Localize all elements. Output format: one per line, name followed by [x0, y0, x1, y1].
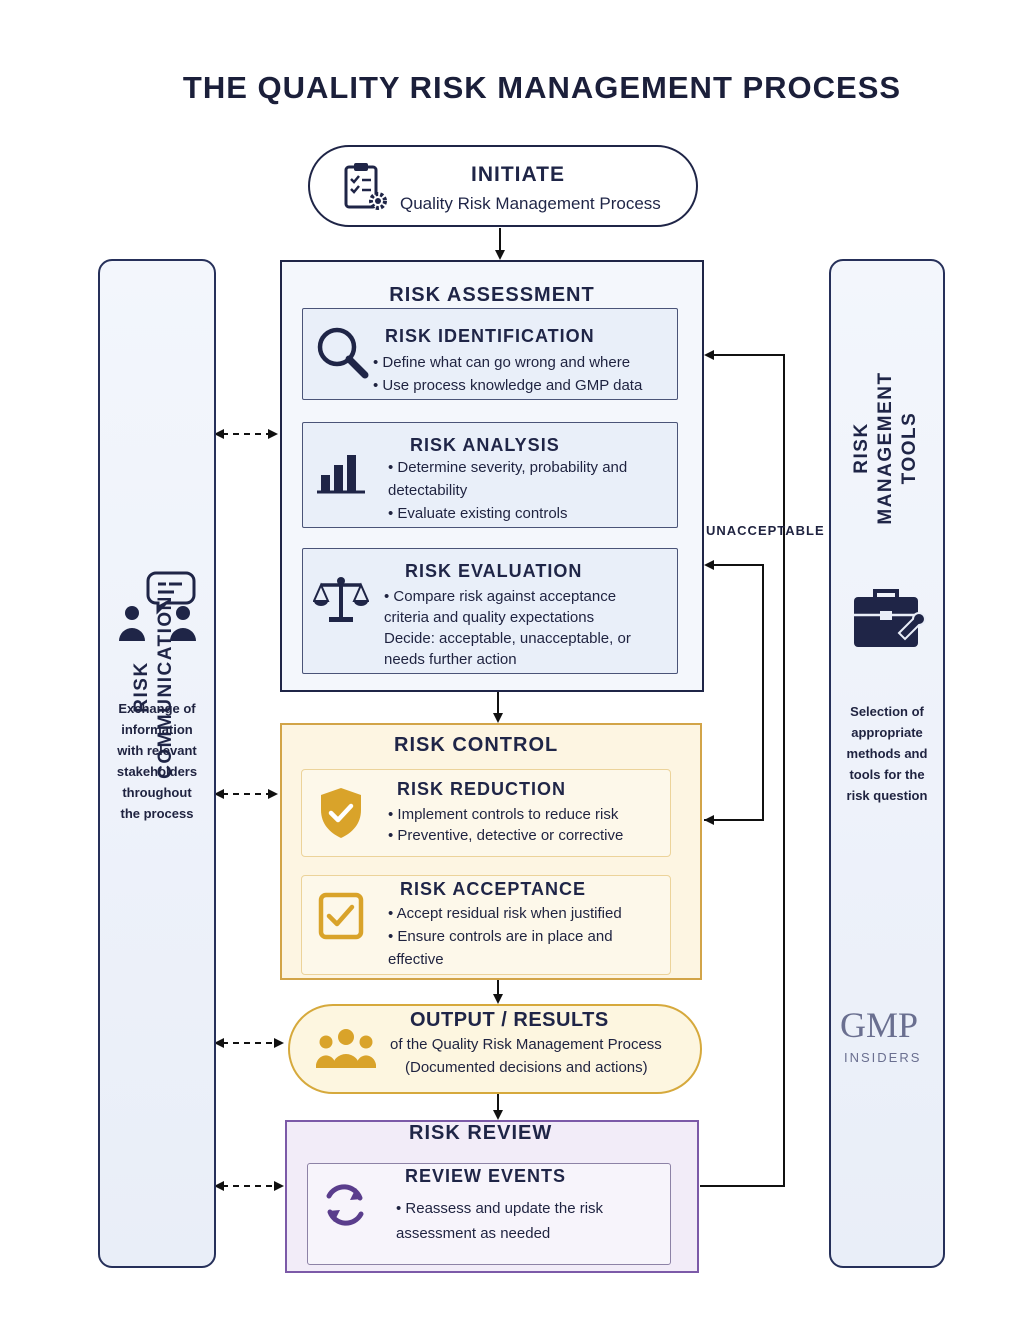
risk-evaluation-title: RISK EVALUATION — [405, 561, 583, 581]
risk-identification-title: RISK IDENTIFICATION — [385, 326, 595, 346]
output-results-box: OUTPUT / RESULTS of the Quality Risk Man… — [288, 1004, 702, 1094]
risk-communication-column: RISK COMMUNICATION Exchange of informati… — [98, 259, 216, 1268]
desc-line: Selection of — [850, 704, 924, 719]
risk-analysis-title: RISK ANALYSIS — [410, 435, 560, 455]
initiate-subtitle: Quality Risk Management Process — [400, 194, 661, 213]
risk-control-title: RISK CONTROL — [394, 734, 559, 756]
evaluation-line: • Compare risk against acceptance — [384, 588, 617, 605]
risk-management-tools-label: RISK MANAGEMENT TOOLS — [850, 328, 928, 568]
risk-assessment-title: RISK ASSESSMENT — [389, 284, 595, 306]
review-events-box: REVIEW EVENTS • Reassess and update the … — [307, 1163, 671, 1265]
risk-analysis-box: RISK ANALYSIS • Determine severity, prob… — [302, 422, 678, 528]
analysis-line: detectability — [388, 482, 468, 499]
desc-line: the process — [120, 806, 194, 821]
scales-icon — [313, 577, 369, 622]
risk-acceptance-title: RISK ACCEPTANCE — [400, 879, 587, 899]
reduction-bullet: • Preventive, detective or corrective — [388, 827, 624, 844]
bar-chart-icon — [317, 455, 365, 494]
logo-text: INSIDERS — [844, 1050, 922, 1065]
shield-check-icon — [321, 788, 361, 838]
risk-evaluation-box: RISK EVALUATION • Compare risk against a… — [302, 548, 678, 674]
evaluation-line: Decide: acceptable, unacceptable, or — [384, 630, 631, 647]
desc-line: throughout — [122, 785, 192, 800]
acceptance-line: effective — [388, 951, 444, 968]
identification-bullet: • Define what can go wrong and where — [373, 354, 631, 371]
initiate-box: INITIATE Quality Risk Management Process — [308, 145, 698, 227]
tools-label-line1: RISK — [851, 422, 872, 474]
identification-bullet: • Use process knowledge and GMP data — [373, 377, 643, 394]
initiate-title: INITIATE — [471, 163, 565, 186]
risk-assessment-box: RISK ASSESSMENT RISK IDENTIFICATION • De… — [280, 260, 704, 692]
group-icon — [316, 1029, 376, 1068]
output-line2: (Documented decisions and actions) — [405, 1059, 648, 1076]
loop-reduction-to-evaluation — [704, 560, 764, 821]
desc-line: methods and — [846, 746, 928, 761]
acceptance-line: • Ensure controls are in place and — [388, 928, 613, 945]
clipboard-gear-icon — [344, 163, 387, 210]
risk-review-title: RISK REVIEW — [409, 1122, 553, 1144]
reduction-bullet: • Implement controls to reduce risk — [388, 806, 619, 823]
risk-communication-description: Exchange of information with relevant st… — [100, 698, 214, 824]
desc-line: tools for the — [849, 767, 925, 782]
people-chat-icon — [119, 571, 196, 641]
desc-line: appropriate — [851, 725, 923, 740]
risk-acceptance-box: RISK ACCEPTANCE • Accept residual risk w… — [301, 875, 671, 975]
loop-review-to-identification — [700, 350, 785, 1187]
output-line1: of the Quality Risk Management Process — [390, 1036, 662, 1053]
gmp-insiders-logo: GMP INSIDERS — [840, 1004, 940, 1070]
unacceptable-label: UNACCEPTABLE — [706, 523, 825, 538]
toolbox-icon — [854, 589, 926, 647]
risk-control-box: RISK CONTROL RISK REDUCTION • Implement … — [280, 723, 702, 980]
desc-line: Exchange of — [118, 701, 196, 716]
acceptance-line: • Accept residual risk when justified — [388, 905, 622, 922]
review-events-title: REVIEW EVENTS — [405, 1166, 567, 1186]
analysis-line: • Determine severity, probability and — [388, 459, 628, 476]
risk-reduction-title: RISK REDUCTION — [397, 779, 567, 799]
risk-management-tools-column: RISK MANAGEMENT TOOLS Selection of appro… — [829, 259, 945, 1268]
desc-line: information — [121, 722, 193, 737]
output-title: OUTPUT / RESULTS — [410, 1009, 609, 1031]
magnifier-icon — [317, 327, 369, 379]
risk-reduction-box: RISK REDUCTION • Implement controls to r… — [301, 769, 671, 857]
tools-label-line3: TOOLS — [899, 411, 920, 485]
review-line: assessment as needed — [396, 1225, 551, 1242]
risk-review-box: RISK REVIEW REVIEW EVENTS • Reassess and… — [285, 1120, 699, 1273]
desc-line: stakeholders — [116, 764, 198, 779]
page-title: THE QUALITY RISK MANAGEMENT PROCESS — [182, 70, 902, 105]
refresh-icon — [326, 1184, 364, 1226]
analysis-line: • Evaluate existing controls — [388, 505, 568, 522]
logo-mark: GMP — [840, 1005, 919, 1045]
desc-line: with relevant — [117, 743, 197, 758]
risk-management-tools-description: Selection of appropriate methods and too… — [831, 701, 943, 806]
evaluation-line: criteria and quality expectations — [384, 609, 595, 626]
review-line: • Reassess and update the risk — [396, 1200, 604, 1217]
desc-line: risk question — [846, 788, 928, 803]
evaluation-line: needs further action — [384, 651, 517, 668]
tools-label-line2: MANAGEMENT — [875, 371, 896, 525]
checkbox-icon — [318, 892, 364, 940]
risk-identification-box: RISK IDENTIFICATION • Define what can go… — [302, 308, 678, 400]
